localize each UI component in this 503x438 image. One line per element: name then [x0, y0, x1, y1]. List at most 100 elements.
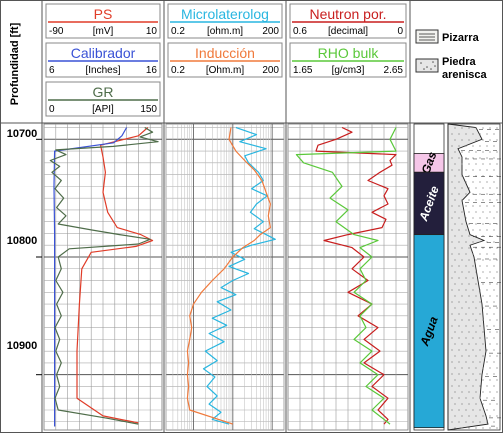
sand-dot — [461, 259, 463, 261]
sand-dot — [451, 157, 453, 159]
sand-dot — [482, 307, 484, 309]
sand-dot — [465, 361, 467, 363]
sand-dot — [461, 199, 463, 201]
sand-dot — [465, 157, 467, 159]
sand-dot — [486, 349, 488, 351]
sand-dot — [482, 187, 484, 189]
sand-dot — [465, 385, 467, 387]
sand-dot — [496, 379, 498, 381]
sand-dot — [475, 163, 477, 165]
sand-dot — [486, 337, 488, 339]
sand-dot — [493, 325, 495, 327]
sand-dot — [482, 151, 484, 153]
sand-dot — [458, 145, 460, 147]
sand-dot — [461, 247, 463, 249]
sand-dot — [465, 181, 467, 183]
sand-dot — [461, 127, 463, 129]
sand-dot — [454, 271, 456, 273]
sand-dot — [493, 385, 495, 387]
sand-dot — [454, 295, 456, 297]
sand-dot — [465, 193, 467, 195]
sand-dot — [465, 349, 467, 351]
sand-dot — [451, 337, 453, 339]
gr-title: GR — [93, 84, 114, 100]
sand-dot — [489, 367, 491, 369]
sand-dot — [454, 319, 456, 321]
rho-unit: [g/cm3] — [332, 65, 365, 76]
sand-dot — [472, 421, 474, 423]
sand-dot — [465, 409, 467, 411]
sand-dot — [493, 241, 495, 243]
sand-dot — [468, 427, 470, 429]
sand-dot — [479, 301, 481, 303]
sand-dot — [461, 211, 463, 213]
sand-dot — [489, 391, 491, 393]
sand-dot — [489, 211, 491, 213]
sand-dot — [458, 289, 460, 291]
sand-dot — [468, 415, 470, 417]
ps-title: PS — [94, 6, 113, 22]
sand-dot — [461, 427, 463, 429]
sand-dot — [468, 331, 470, 333]
sand-dot — [496, 355, 498, 357]
sand-dot — [461, 343, 463, 345]
sand-dot — [486, 409, 488, 411]
fluid-zone-aceite — [413, 171, 445, 236]
sand-dot — [454, 223, 456, 225]
sand-dot — [465, 313, 467, 315]
sand-dot — [468, 391, 470, 393]
sand-dot — [496, 235, 498, 237]
sand-dot — [454, 403, 456, 405]
sand-dot — [465, 145, 467, 147]
gr-header: GR 0 [API] 150 — [45, 81, 161, 117]
sand-dot — [458, 193, 460, 195]
sand-dot — [454, 235, 456, 237]
curve-gr — [49, 126, 159, 425]
sand-dot — [482, 367, 484, 369]
sand-dot — [472, 349, 474, 351]
sand-dot — [472, 337, 474, 339]
sand-dot — [475, 355, 477, 357]
sand-dot — [493, 289, 495, 291]
sand-dot — [472, 313, 474, 315]
sand-dot — [482, 199, 484, 201]
sand-dot — [461, 307, 463, 309]
sand-dot — [451, 397, 453, 399]
sand-dot — [486, 133, 488, 135]
sand-dot — [486, 265, 488, 267]
sand-dot — [482, 235, 484, 237]
sand-dot — [468, 163, 470, 165]
sand-dot — [461, 415, 463, 417]
sand-dot — [493, 145, 495, 147]
sand-dot — [454, 343, 456, 345]
sand-dot — [468, 175, 470, 177]
sand-dot — [493, 133, 495, 135]
microlaterolog-unit: [ohm.m] — [207, 26, 243, 37]
sand-dot — [461, 319, 463, 321]
sand-dot — [489, 427, 491, 429]
induccion-min: 0.2 — [171, 65, 185, 76]
sand-dot — [468, 139, 470, 141]
sand-dot — [479, 325, 481, 327]
sand-dot — [479, 253, 481, 255]
sand-dot — [482, 295, 484, 297]
sand-dot — [454, 307, 456, 309]
gr-max: 150 — [140, 104, 157, 115]
sand-dot — [458, 241, 460, 243]
ps-max: 10 — [146, 26, 158, 37]
sand-dot — [468, 199, 470, 201]
sand-dot — [475, 295, 477, 297]
sand-dot — [482, 415, 484, 417]
sand-dot — [496, 187, 498, 189]
sand-dot — [496, 331, 498, 333]
rho-header: RHO bulk 1.65 [g/cm3] 2.65 — [289, 42, 407, 78]
microlaterolog-header: Microlaterolog 0.2 [ohm.m] 200 — [167, 3, 283, 39]
sand-dot — [475, 307, 477, 309]
sand-dot — [486, 157, 488, 159]
sand-dot — [486, 169, 488, 171]
neutron-header: Neutron por. 0.6 [decimal] 0 — [289, 3, 407, 39]
sand-dot — [475, 331, 477, 333]
sand-dot — [454, 415, 456, 417]
sand-dot — [493, 421, 495, 423]
